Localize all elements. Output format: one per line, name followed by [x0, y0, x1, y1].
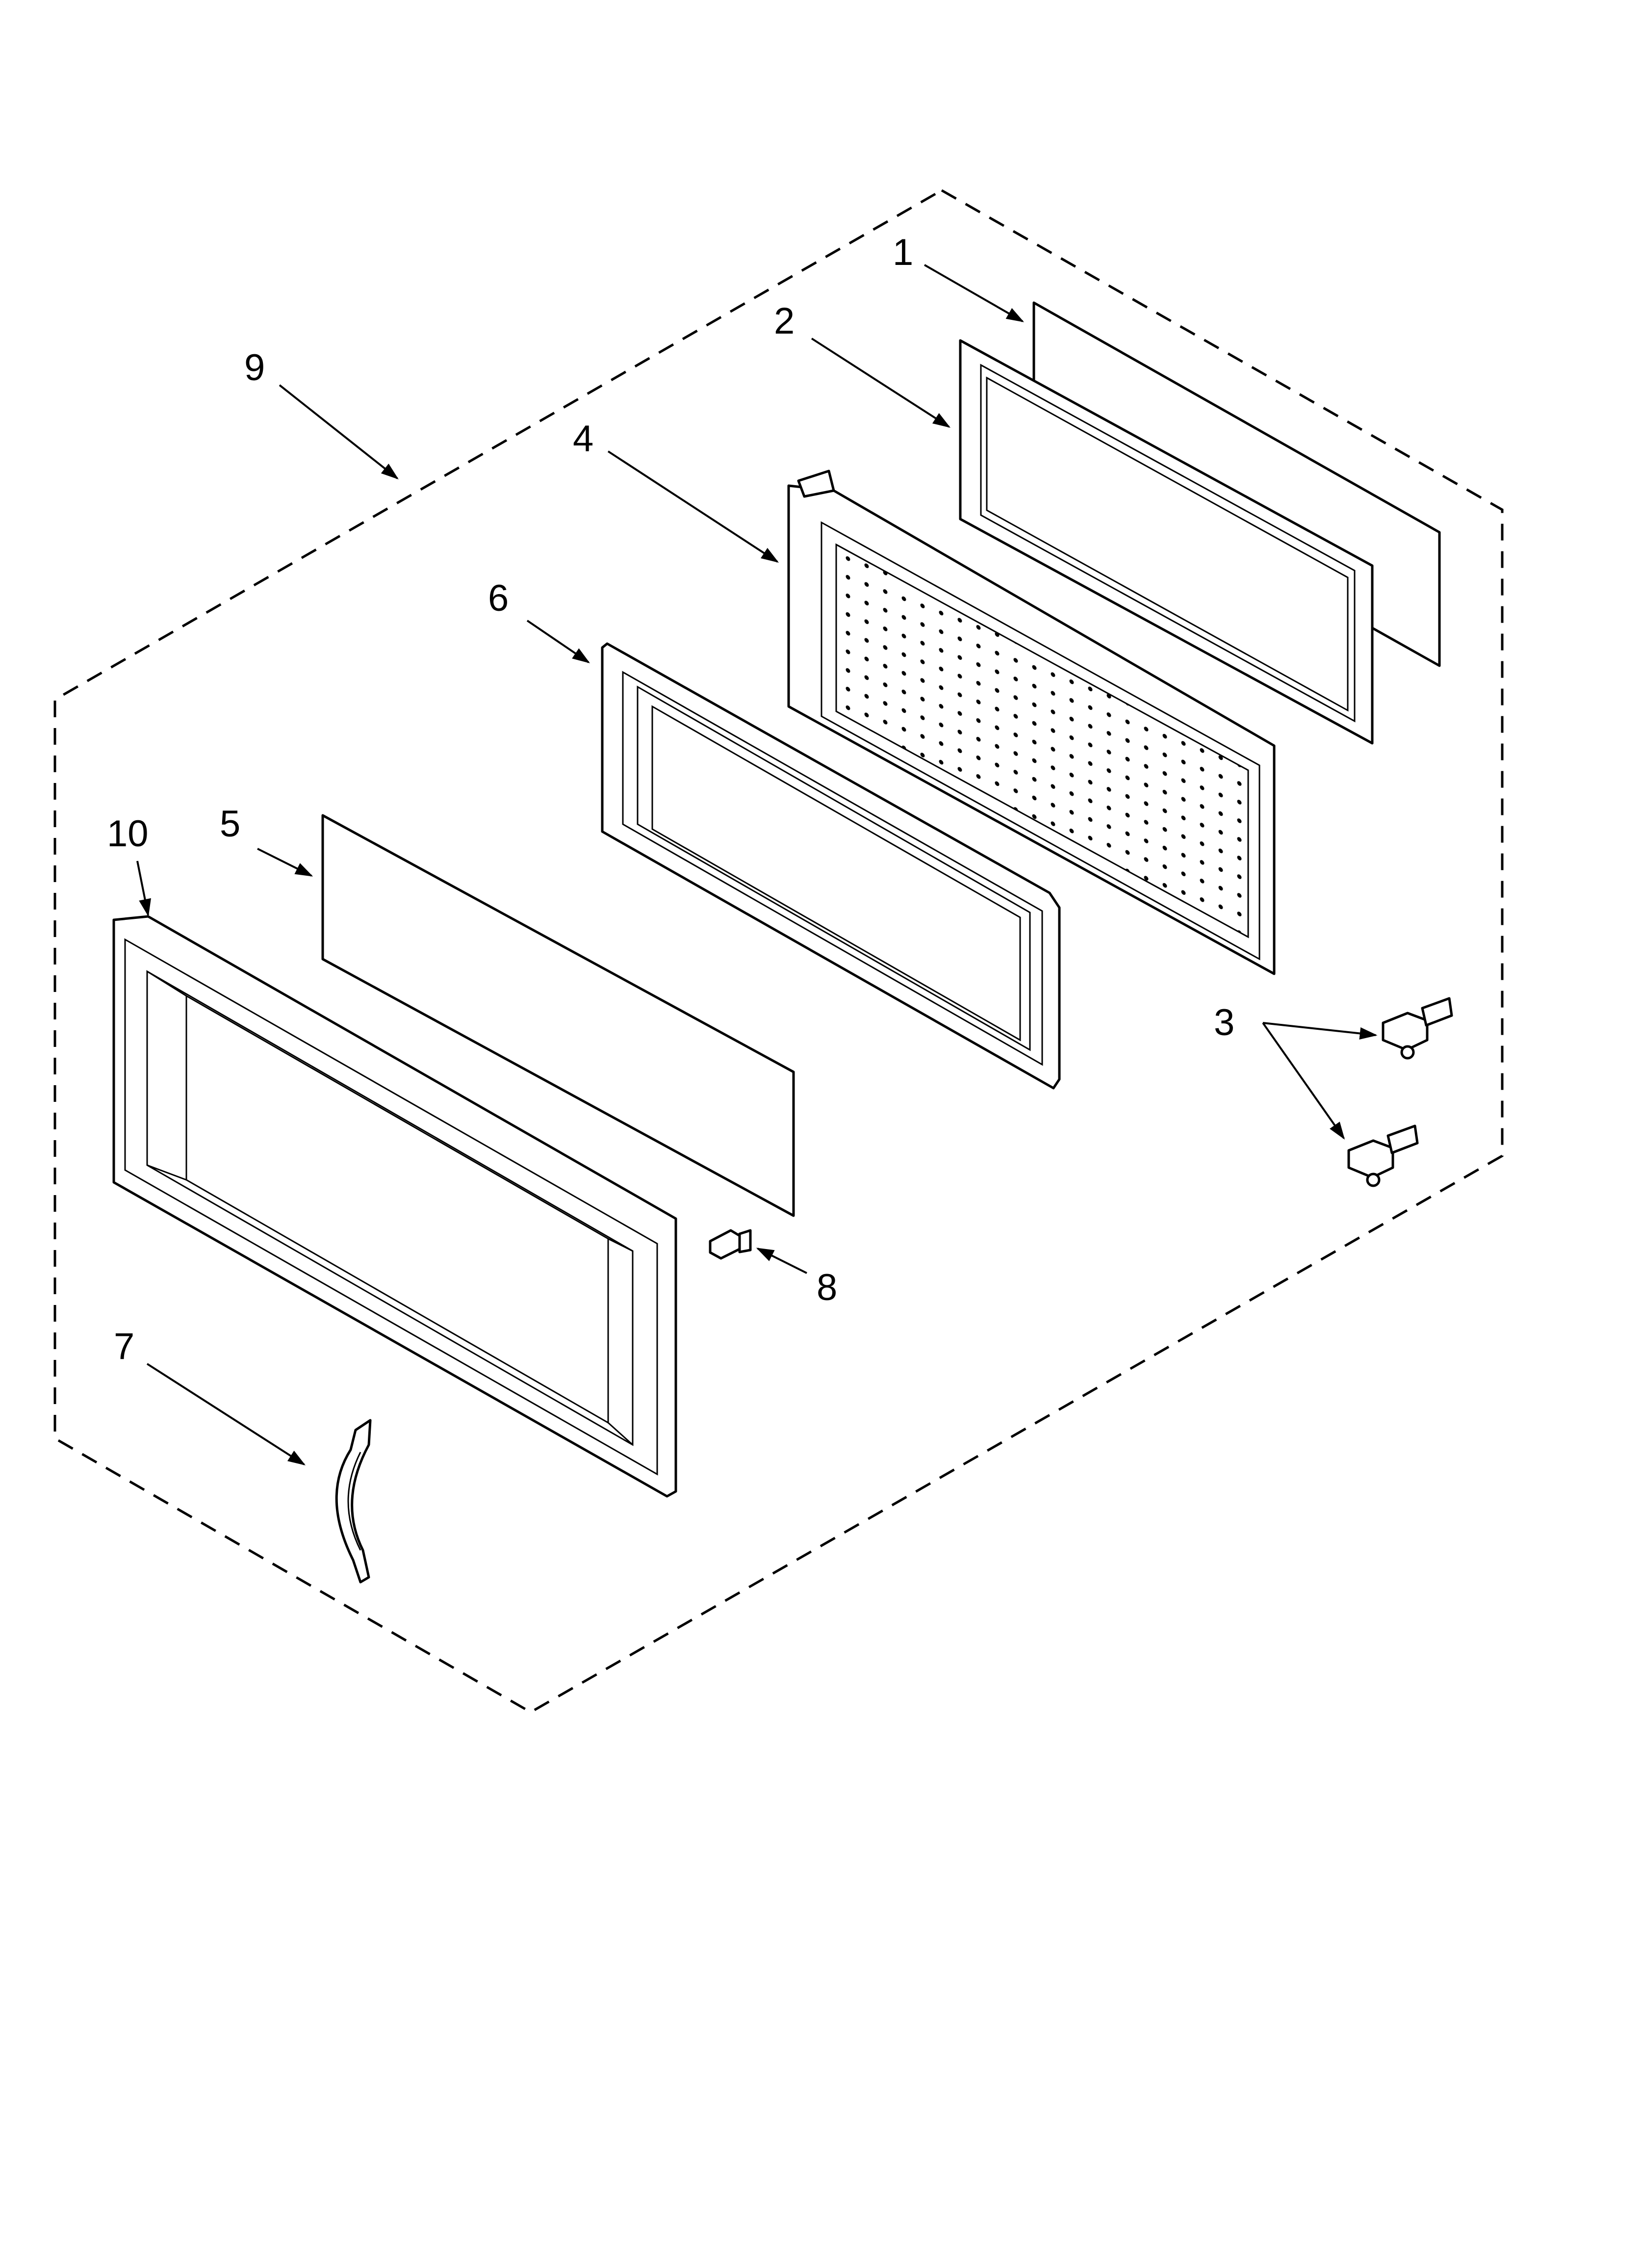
callout-6: 6 [488, 577, 509, 619]
callout-3: 3 [1214, 1002, 1234, 1043]
leader-10 [136, 860, 152, 917]
leader-4 [607, 450, 779, 563]
callout-5: 5 [220, 803, 240, 845]
leader-3b [1262, 1022, 1345, 1140]
leader-9 [279, 384, 399, 480]
part-2-choke-frame [959, 339, 1374, 745]
part-3-latch-clip-lower [1347, 1124, 1419, 1187]
leader-2 [811, 338, 951, 428]
leader-6 [526, 620, 590, 664]
leader-lines [136, 264, 1378, 1465]
callout-1: 1 [893, 232, 913, 273]
leader-1 [924, 264, 1025, 322]
callout-labels: 1 2 3 4 5 6 7 8 9 10 [107, 232, 1234, 1367]
part-8-screw [709, 1229, 752, 1260]
callout-7: 7 [114, 1326, 134, 1367]
leader-5 [257, 848, 313, 877]
part-4-inner-door-panel [787, 469, 1276, 975]
part-6-door-frame [601, 642, 1061, 1090]
callout-2: 2 [774, 300, 795, 342]
part-3-latch-clip-upper [1382, 997, 1453, 1060]
leader-3a [1262, 1022, 1378, 1040]
callout-8: 8 [817, 1267, 837, 1308]
callout-4: 4 [573, 418, 593, 460]
assembly-boundary [53, 189, 1504, 1714]
callout-9: 9 [244, 347, 265, 389]
leader-7 [146, 1363, 306, 1465]
part-5-glass [321, 814, 795, 1217]
part-7-handle [335, 1419, 372, 1584]
leader-8 [756, 1248, 807, 1274]
callout-10: 10 [107, 813, 149, 855]
